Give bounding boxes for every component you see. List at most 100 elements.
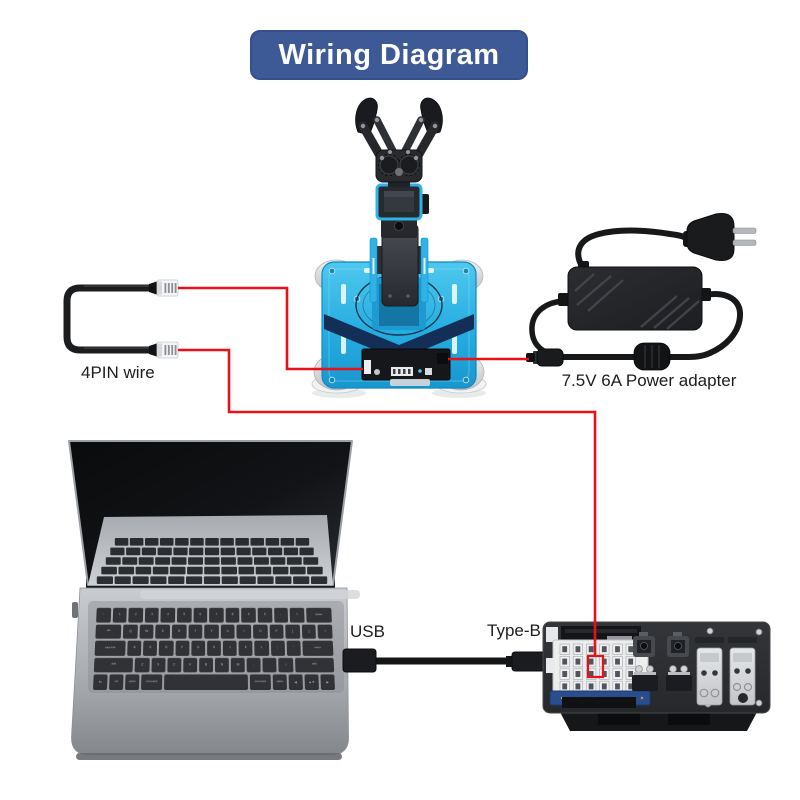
keyboard-key: 6 xyxy=(193,607,208,623)
keyboard-key: 3 xyxy=(144,607,160,623)
keyboard-key: [ xyxy=(285,624,301,639)
keyboard-key: K xyxy=(238,640,253,656)
board-middle-modules xyxy=(632,632,692,691)
keyboard-key: W xyxy=(139,624,154,639)
keyboard-key: C xyxy=(167,657,182,673)
keyboard-key: P xyxy=(269,624,284,639)
board-stand-slot xyxy=(668,712,710,725)
dc-jack xyxy=(536,348,564,367)
keyboard-key: shift xyxy=(294,657,335,673)
four-pin-wire-label: 4PIN wire xyxy=(81,363,155,382)
keyboard-key: V xyxy=(183,657,198,673)
keyboard-key: ~ xyxy=(96,607,111,623)
four-pin-cable xyxy=(63,284,158,354)
diagram-title: Wiring Diagram xyxy=(278,38,500,71)
board-stand-slot xyxy=(598,712,640,725)
keyboard-key: L xyxy=(254,640,269,656)
keyboard-key: M xyxy=(230,657,246,673)
keyboard-key: ' xyxy=(286,640,301,656)
keyboard-key: R xyxy=(171,624,187,639)
keyboard-key: option xyxy=(125,674,140,690)
dc-cable-right xyxy=(684,291,743,360)
keyboard-key: 2 xyxy=(128,607,144,623)
keyboard-key: = xyxy=(289,607,305,623)
keyboard-key: O xyxy=(253,624,268,639)
keyboard-key: - xyxy=(273,607,289,623)
keyboard-key: J xyxy=(222,640,237,656)
type-b-neck xyxy=(506,656,516,667)
expansion-board xyxy=(546,626,651,708)
keyboard-key: 7 xyxy=(209,607,224,623)
keyboard-key: 1 xyxy=(112,607,127,623)
board-stand xyxy=(560,712,757,731)
red-wire-4pin-top xyxy=(178,286,363,371)
keyboard-key: option xyxy=(272,674,287,690)
keyboard-key: , xyxy=(246,657,262,673)
base-controller-pcb xyxy=(361,348,451,386)
keyboard-key: T xyxy=(188,624,203,639)
plug-prong xyxy=(732,239,757,246)
red-wire-4pin-bottom xyxy=(178,348,597,657)
four-pin-wire-illustration xyxy=(63,279,179,359)
keyboard-key: I xyxy=(236,624,252,639)
keyboard-key: H xyxy=(207,640,221,656)
keyboard-key: caps lock xyxy=(94,640,126,656)
servo-pin-headers xyxy=(559,643,636,693)
keyboard-key: U xyxy=(220,624,236,639)
usb-cable xyxy=(342,648,553,673)
keyboard-key: command xyxy=(249,674,271,690)
base-power-port xyxy=(437,353,448,364)
keyboard-key: shift xyxy=(93,657,134,673)
keyboard-key: G xyxy=(191,640,206,656)
laptop-side-port xyxy=(72,602,78,618)
power-adapter-label: 7.5V 6A Power adapter xyxy=(561,371,737,390)
keyboard-key: return xyxy=(302,640,334,656)
dc-jack-tip xyxy=(526,353,535,362)
four-pin-connector-bottom xyxy=(149,341,179,359)
keyboard-key: B xyxy=(199,657,214,673)
keyboard-key: ] xyxy=(301,624,317,639)
plug-prong xyxy=(732,227,757,234)
laptop-hinge-cover xyxy=(140,590,360,599)
keyboard-key: delete xyxy=(305,607,332,623)
keyboard-key: ▲▼ xyxy=(304,674,319,690)
keyboard-key: Z xyxy=(135,657,150,673)
usb-label: USB xyxy=(350,622,385,641)
keyboard-key: 4 xyxy=(160,607,176,623)
keyboard-key: tab xyxy=(95,624,122,639)
keyboard-key: fn xyxy=(93,674,108,690)
keyboard-key: Y xyxy=(204,624,219,639)
laptop-bottom-edge xyxy=(76,753,342,760)
keyboard-key: / xyxy=(278,657,294,673)
ac-cable xyxy=(575,227,690,270)
keyboard-key: 0 xyxy=(257,607,273,623)
keyboard-key: 8 xyxy=(225,607,240,623)
laptop-illustration xyxy=(68,440,360,760)
keyboard-key: ; xyxy=(270,640,285,656)
keyboard-key: . xyxy=(262,657,278,673)
four-pin-connector-top xyxy=(149,279,179,297)
keyboard-key: \ xyxy=(317,624,333,639)
adapter-brick-pattern xyxy=(574,273,700,330)
keyboard-key: D xyxy=(159,640,174,656)
type-b-label: Type-B xyxy=(487,621,541,640)
type-b-plug xyxy=(511,651,546,672)
adapter-brick xyxy=(567,266,703,331)
red-wires xyxy=(178,286,605,679)
keyboard-key: S xyxy=(143,640,158,656)
keyboard-key: ctrl xyxy=(109,674,124,690)
port-highlight-box xyxy=(586,654,605,679)
laptop-screen-reflection xyxy=(88,515,333,585)
keyboard-key: 5 xyxy=(176,607,192,623)
robot-arm-illustration xyxy=(311,97,487,398)
board-right-modules xyxy=(695,637,757,706)
keyboard-key xyxy=(164,674,248,690)
diagram-title-banner: Wiring Diagram xyxy=(250,30,528,80)
keyboard-key: Q xyxy=(123,624,138,639)
